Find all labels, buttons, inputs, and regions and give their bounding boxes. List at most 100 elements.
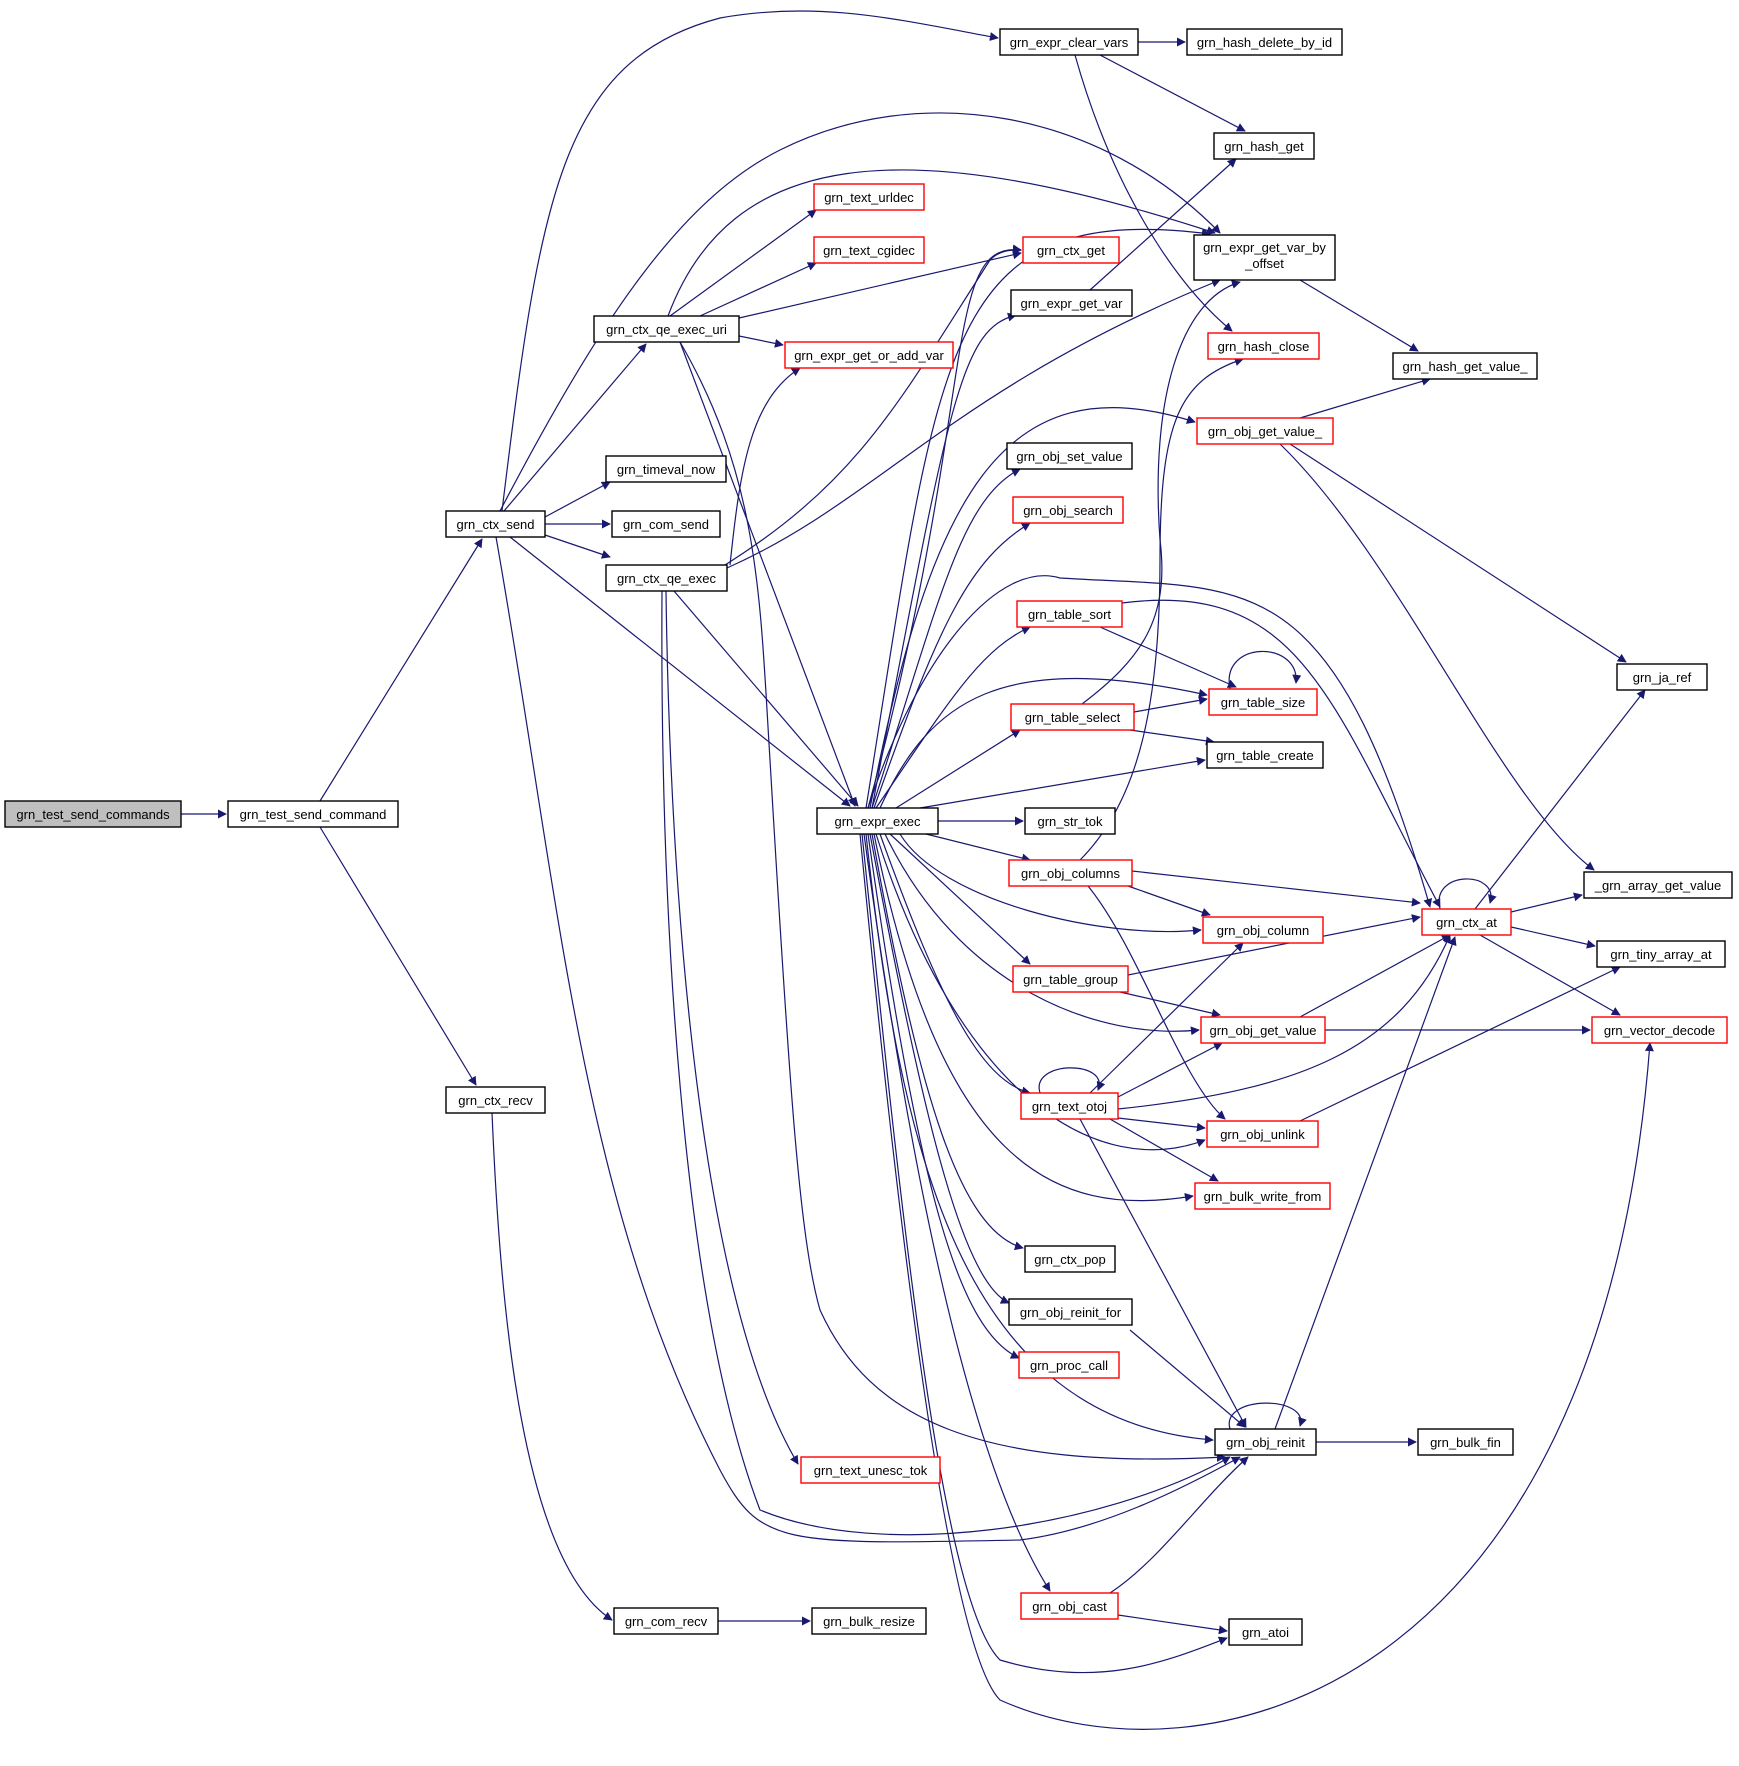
node-label: grn_atoi [1242,1625,1289,1640]
node-hash-get-value-[interactable]: grn_hash_get_value_ [1392,352,1538,380]
node-table-create[interactable]: grn_table_create [1206,741,1324,769]
edge-obj_columns-to-obj_column [1127,885,1211,917]
edge-expr_exec-to-bulk_write_from [873,833,1194,1202]
node-tiny-array-at[interactable]: grn_tiny_array_at [1596,940,1726,968]
node-send-command[interactable]: grn_test_send_command [227,800,399,828]
node-expr-exec[interactable]: grn_expr_exec [816,807,939,835]
node-obj-reinit-for[interactable]: grn_obj_reinit_for [1008,1298,1133,1326]
edge-ctx_send-to-obj_reinit [495,536,1241,1543]
node-proc-call[interactable]: grn_proc_call [1018,1351,1120,1379]
node-obj-get-value[interactable]: grn_obj_get_value [1200,1016,1326,1044]
node-atoi[interactable]: grn_atoi [1228,1618,1303,1646]
node-timeval-now[interactable]: grn_timeval_now [605,455,727,483]
node-bulk-fin[interactable]: grn_bulk_fin [1417,1428,1514,1456]
edge-ctx_qe_exec_uri-to-expr_exec [679,341,857,807]
node-expr-clear-vars[interactable]: grn_expr_clear_vars [999,28,1139,56]
edge-ctx_qe_exec_uri-to-ctx_get [738,250,1022,319]
node-table-select[interactable]: grn_table_select [1010,703,1135,731]
edge-obj_get_value-to-ctx_at [1299,934,1451,1018]
node-vector-decode[interactable]: grn_vector_decode [1591,1016,1728,1044]
node-bulk-write-from[interactable]: grn_bulk_write_from [1194,1182,1331,1210]
node-box [445,1086,546,1114]
node-table-group[interactable]: grn_table_group [1012,965,1129,993]
node-box [1206,741,1324,769]
node-bulk-resize[interactable]: grn_bulk_resize [811,1607,927,1635]
node-expr-get-var[interactable]: grn_expr_get_var [1010,289,1133,317]
node-array-get-value[interactable]: _grn_array_get_value [1583,871,1733,899]
node-obj-columns[interactable]: grn_obj_columns [1008,859,1133,887]
node-text-cgidec[interactable]: grn_text_cgidec [813,236,925,264]
node-obj-set-value[interactable]: grn_obj_set_value [1006,442,1133,470]
node-table-sort[interactable]: grn_table_sort [1016,600,1123,628]
node-ctx-qe-exec[interactable]: grn_ctx_qe_exec [605,564,728,592]
node-ja-ref[interactable]: grn_ja_ref [1616,663,1708,691]
node-box [1200,1016,1326,1044]
node-expr-get-or-add-var[interactable]: grn_expr_get_or_add_var [784,341,954,369]
node-box [1206,1120,1319,1148]
node-hash-close[interactable]: grn_hash_close [1207,332,1320,360]
node-obj-get-value-[interactable]: grn_obj_get_value_ [1196,417,1334,445]
edge-expr_exec-to-obj_set_value [871,468,1021,809]
node-label: grn_text_urldec [824,190,914,205]
node-label: grn_obj_unlink [1220,1127,1305,1142]
edge-ctx_qe_exec_uri-to-expr_get_var_by_offset [667,169,1216,317]
edge-expr_exec-to-table_group [889,833,1031,965]
node-ctx-at[interactable]: grn_ctx_at [1421,908,1512,936]
node-box [1024,807,1116,835]
node-ctx-get[interactable]: grn_ctx_get [1022,236,1120,264]
node-box [1193,234,1336,281]
node-com-send[interactable]: grn_com_send [611,510,721,538]
node-ctx-recv[interactable]: grn_ctx_recv [445,1086,546,1114]
edge-ctx_qe_exec-to-expr_get_var_by_offset [726,278,1221,569]
node-ctx-pop[interactable]: grn_ctx_pop [1024,1245,1116,1273]
node-obj-search[interactable]: grn_obj_search [1012,496,1124,524]
edge-ctx_qe_exec-to-expr_get_or_add_var [729,367,801,566]
node-label: _offset [1244,256,1284,271]
edge-ctx_send-to-expr_clear_vars [501,10,999,512]
node-text-unesc-tok[interactable]: grn_text_unesc_tok [800,1456,941,1484]
node-label: grn_table_group [1023,972,1118,987]
node-label: grn_table_sort [1028,607,1111,622]
node-box [999,28,1139,56]
node-label: grn_obj_cast [1032,1599,1107,1614]
edge-ctx_at-to-ja_ref [1474,689,1646,910]
edge-ctx_send-to-ctx_qe_exec [544,534,611,559]
node-com-recv[interactable]: grn_com_recv [613,1607,719,1635]
node-obj-unlink[interactable]: grn_obj_unlink [1206,1120,1319,1148]
node-str-tok[interactable]: grn_str_tok [1024,807,1116,835]
edge-send_command-to-ctx_send [319,538,483,802]
node-obj-column[interactable]: grn_obj_column [1202,916,1324,944]
node-expr-get-var-by-offset[interactable]: grn_expr_get_var_by_offset [1193,234,1336,281]
node-label: grn_expr_clear_vars [1010,35,1129,50]
node-label: grn_expr_get_or_add_var [794,348,944,363]
node-text-otoj[interactable]: grn_text_otoj [1020,1092,1119,1120]
edge-obj_unlink-to-tiny_array_at [1299,966,1621,1122]
node-hash-get[interactable]: grn_hash_get [1213,132,1315,160]
node-label: grn_table_size [1221,695,1306,710]
node-box [1596,940,1726,968]
node-obj-cast[interactable]: grn_obj_cast [1020,1592,1119,1620]
node-text-urldec[interactable]: grn_text_urldec [813,183,925,211]
node-box [1012,496,1124,524]
node-box [1196,417,1334,445]
edge-expr_exec-to-ctx_at [867,575,1433,908]
node-box [1214,1428,1317,1456]
node-hash-delete-by-id[interactable]: grn_hash_delete_by_id [1186,28,1343,56]
node-send-commands[interactable]: grn_test_send_commands [4,800,182,828]
node-ctx-qe-exec-uri[interactable]: grn_ctx_qe_exec_uri [593,315,740,343]
node-ctx-send[interactable]: grn_ctx_send [445,510,546,538]
node-box [1010,703,1135,731]
node-label: grn_ctx_at [1436,915,1497,930]
edge-obj_cast-to-obj_reinit [1109,1456,1249,1594]
edge-text_otoj-to-ctx_at [1117,934,1451,1110]
node-box [1207,332,1320,360]
node-label: grn_expr_exec [835,814,921,829]
node-label: grn_ctx_qe_exec [617,571,717,586]
edge-ctx_qe_exec_uri-to-expr_get_or_add_var [738,335,784,348]
node-box [1010,289,1133,317]
node-obj-reinit[interactable]: grn_obj_reinit [1214,1428,1317,1456]
edge-table_select-to-table_size [1133,695,1208,713]
node-label: grn_ctx_send [456,517,534,532]
node-label: grn_obj_search [1023,503,1113,518]
node-table-size[interactable]: grn_table_size [1208,688,1318,716]
